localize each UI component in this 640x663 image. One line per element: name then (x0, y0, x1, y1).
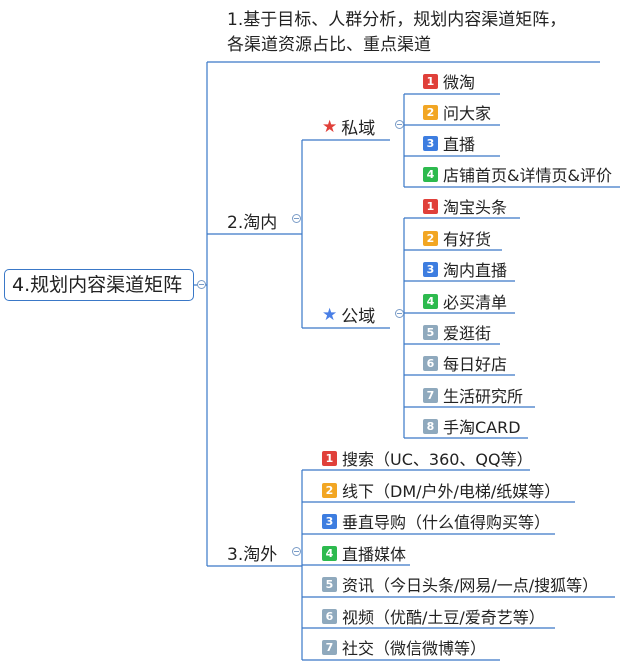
item-label: 线下（DM/户外/电梯/纸媒等） (342, 482, 561, 501)
private-node[interactable]: ★ 私域 (322, 114, 376, 140)
priority-badge: 8 (423, 418, 438, 434)
item-label: 爱逛街 (443, 324, 492, 343)
public-node[interactable]: ★ 公域 (322, 302, 376, 328)
item-label: 手淘CARD (443, 418, 521, 437)
item-label: 问大家 (443, 104, 492, 123)
external-item[interactable]: 7 社交（微信微博等） (322, 635, 486, 659)
item-label: 直播媒体 (342, 545, 407, 564)
item-label: 视频（优酷/土豆/爱奇艺等） (342, 608, 545, 627)
item-label: 搜索（UC、360、QQ等） (342, 450, 533, 469)
root-node[interactable]: 4.规划内容渠道矩阵 (4, 269, 194, 301)
public-item[interactable]: 6 每日好店 (423, 351, 507, 375)
public-item[interactable]: 3 淘内直播 (423, 257, 507, 281)
branch2-collapse-icon[interactable] (292, 214, 301, 223)
branch3-collapse-icon[interactable] (292, 547, 301, 556)
public-item[interactable]: 8 手淘CARD (423, 414, 521, 438)
star-icon: ★ (322, 304, 338, 325)
priority-badge: 7 (423, 387, 438, 403)
priority-badge: 2 (322, 482, 337, 498)
priority-badge: 2 (423, 104, 438, 120)
priority-badge: 5 (322, 576, 337, 592)
public-item[interactable]: 7 生活研究所 (423, 383, 523, 407)
root-collapse-icon[interactable] (197, 280, 206, 289)
branch1-line1: 1.基于目标、人群分析，规划内容渠道矩阵， (227, 10, 567, 30)
public-label: 公域 (341, 307, 376, 327)
public-collapse-icon[interactable] (395, 309, 404, 318)
external-item[interactable]: 4 直播媒体 (322, 541, 406, 565)
item-label: 淘内直播 (443, 261, 508, 280)
external-item[interactable]: 3 垂直导购（什么值得购买等） (322, 509, 550, 533)
item-label: 资讯（今日头条/网易/一点/搜狐等） (342, 576, 599, 595)
branch2-node[interactable]: 2.淘内 (227, 213, 278, 233)
item-label: 社交（微信微博等） (342, 639, 487, 658)
item-label: 生活研究所 (443, 387, 524, 406)
priority-badge: 4 (423, 166, 438, 182)
priority-badge: 4 (322, 545, 337, 561)
priority-badge: 7 (322, 639, 337, 655)
item-label: 必买清单 (443, 293, 508, 312)
private-collapse-icon[interactable] (395, 120, 404, 129)
item-label: 每日好店 (443, 355, 508, 374)
priority-badge: 6 (423, 355, 438, 371)
private-label: 私域 (341, 119, 376, 139)
priority-badge: 1 (423, 73, 438, 89)
private-item[interactable]: 3 直播 (423, 131, 475, 155)
branch3-node[interactable]: 3.淘外 (227, 545, 278, 565)
star-icon: ★ (322, 116, 338, 137)
external-item[interactable]: 2 线下（DM/户外/电梯/纸媒等） (322, 478, 560, 502)
item-label: 垂直导购（什么值得购买等） (342, 513, 551, 532)
public-item[interactable]: 5 爱逛街 (423, 320, 491, 344)
item-label: 直播 (443, 135, 476, 154)
public-item[interactable]: 1 淘宝头条 (423, 194, 507, 218)
branch1-line2: 各渠道资源占比、重点渠道 (227, 35, 431, 55)
priority-badge: 3 (423, 135, 438, 151)
external-item[interactable]: 6 视频（优酷/土豆/爱奇艺等） (322, 604, 545, 628)
public-item[interactable]: 2 有好货 (423, 226, 491, 250)
external-item[interactable]: 5 资讯（今日头条/网易/一点/搜狐等） (322, 572, 598, 596)
item-label: 微淘 (443, 73, 476, 92)
private-item[interactable]: 1 微淘 (423, 69, 475, 93)
private-item[interactable]: 2 问大家 (423, 100, 491, 124)
item-label: 淘宝头条 (443, 198, 508, 217)
priority-badge: 3 (322, 513, 337, 529)
external-item[interactable]: 1 搜索（UC、360、QQ等） (322, 446, 533, 470)
priority-badge: 5 (423, 324, 438, 340)
item-label: 有好货 (443, 230, 492, 249)
priority-badge: 3 (423, 261, 438, 277)
item-label: 店铺首页&详情页&评价 (443, 166, 612, 185)
branch1-node[interactable]: 1.基于目标、人群分析，规划内容渠道矩阵， 各渠道资源占比、重点渠道 (227, 8, 566, 58)
priority-badge: 2 (423, 230, 438, 246)
priority-badge: 1 (423, 198, 438, 214)
priority-badge: 6 (322, 608, 337, 624)
public-item[interactable]: 4 必买清单 (423, 289, 507, 313)
private-item[interactable]: 4 店铺首页&详情页&评价 (423, 162, 612, 186)
priority-badge: 4 (423, 293, 438, 309)
priority-badge: 1 (322, 450, 337, 466)
